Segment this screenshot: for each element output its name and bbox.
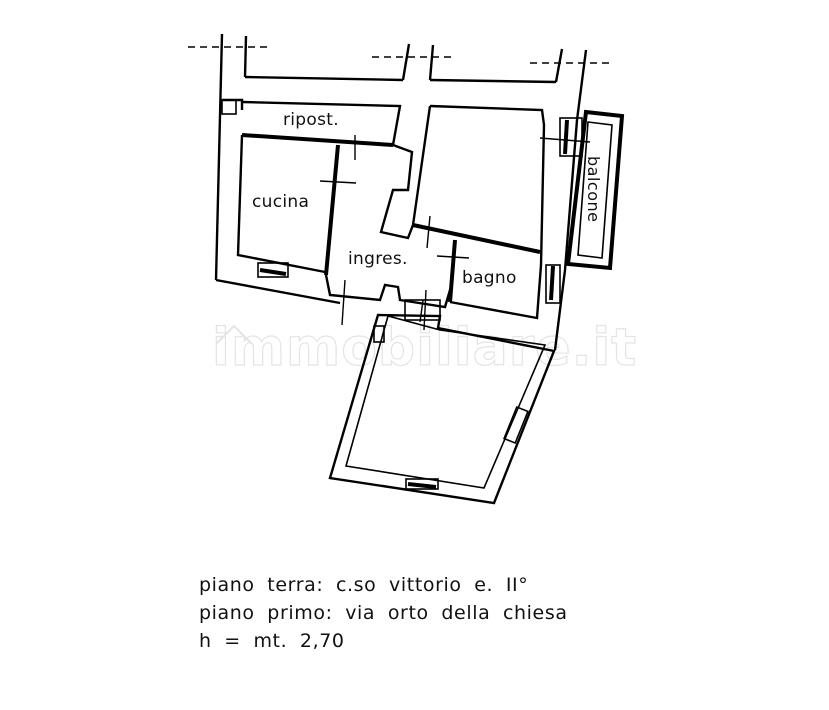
room-label-ingresso: ingres. <box>348 249 408 269</box>
room-label-bagno: bagno <box>462 268 517 288</box>
caption-line-ground-floor: piano terra: c.so vittorio e. II° <box>199 574 529 596</box>
caption-line-first-floor: piano primo: via orto della chiesa <box>199 602 568 624</box>
watermark-house-icon <box>215 324 253 345</box>
room-label-cucina: cucina <box>252 192 310 212</box>
room-label-balcone: balcone <box>584 156 603 223</box>
continuation-marks <box>188 33 610 281</box>
room-label-ripostiglio: ripost. <box>283 110 339 130</box>
caption-line-height: h = mt. 2,70 <box>199 630 345 652</box>
